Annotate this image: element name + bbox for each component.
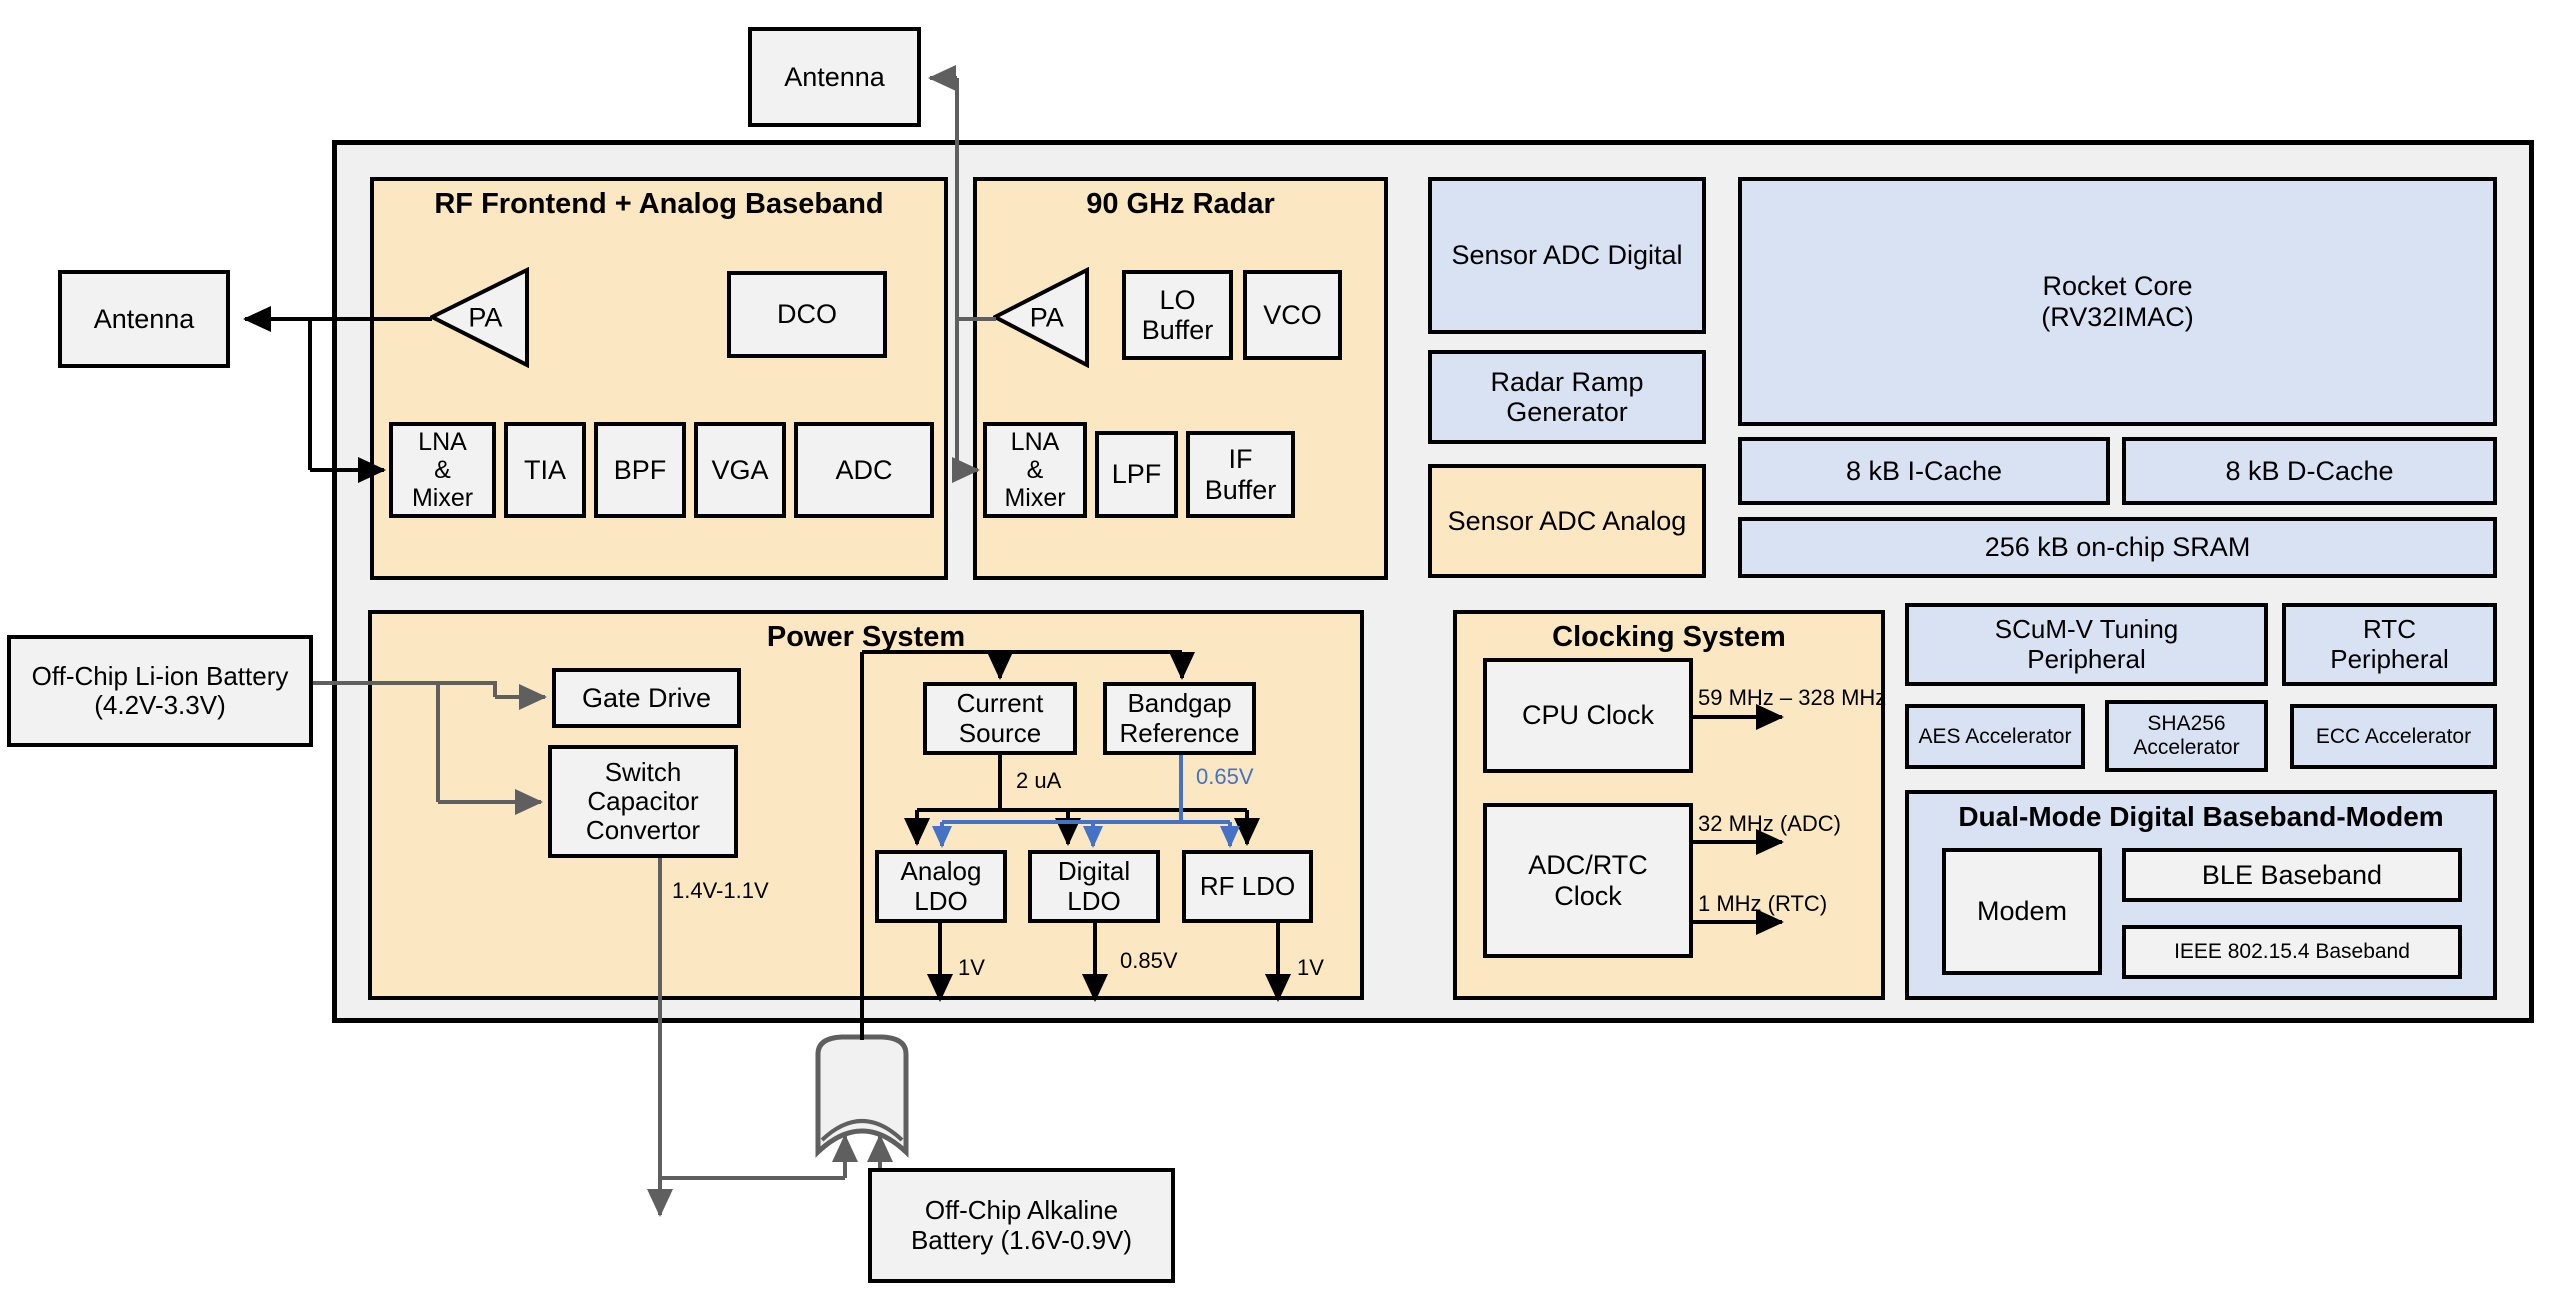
alkaline-battery-box: Off-Chip Alkaline Battery (1.6V-0.9V) [868,1168,1175,1283]
cylinder-symbol [815,1034,909,1158]
aes-accelerator-box: AES Accelerator [1905,704,2085,769]
rf-pa-amplifier: PA [430,267,529,368]
cpu-clock-box: CPU Clock [1483,658,1693,773]
antenna-left-box: Antenna [58,270,230,368]
analog-ldo-box: Analog LDO [875,850,1007,923]
amplifier-triangle-icon [993,267,1089,368]
dcache-box: 8 kB D-Cache [2122,437,2497,505]
ieee-baseband-box: IEEE 802.15.4 Baseband [2122,925,2462,979]
scumv-tuning-peripheral-box: SCuM-V Tuning Peripheral [1905,603,2268,686]
rf-pa-label: PA [468,302,503,332]
dco-box: DCO [727,271,887,358]
rf-ldo-box: RF LDO [1182,850,1313,923]
radar-ramp-generator-box: Radar Ramp Generator [1428,350,1706,444]
radar-lpf-box: LPF [1095,431,1178,518]
ble-baseband-box: BLE Baseband [2122,848,2462,902]
sha256-accelerator-box: SHA256 Accelerator [2105,700,2268,772]
radar-lna-mixer-box: LNA & Mixer [983,422,1087,518]
rocket-core-box: Rocket Core (RV32IMAC) [1738,177,2497,426]
analog-ldo-output-label: 1V [958,955,985,980]
rtc-peripheral-box: RTC Peripheral [2282,603,2497,686]
gate-drive-box: Gate Drive [552,668,741,728]
ecc-accelerator-box: ECC Accelerator [2290,704,2497,769]
sram-box: 256 kB on-chip SRAM [1738,517,2497,578]
rf-adc-box: ADC [794,422,934,518]
rf-frontend-block: RF Frontend + Analog Baseband [370,177,948,580]
rf-lna-mixer-box: LNA & Mixer [389,422,496,518]
lo-buffer-box: LO Buffer [1122,270,1233,360]
switch-cap-convertor-box: Switch Capacitor Convertor [548,745,738,858]
bandgap-reference-box: Bandgap Reference [1103,682,1256,755]
adc-rtc-clock-box: ADC/RTC Clock [1483,803,1693,958]
amplifier-triangle-icon [430,267,529,368]
rf-ldo-output-label: 1V [1297,955,1324,980]
sensor-adc-digital-box: Sensor ADC Digital [1428,177,1706,334]
rf-vga-box: VGA [694,422,786,518]
current-source-value-label: 2 uA [1016,768,1062,793]
radar-pa-label: PA [1029,302,1064,332]
radar-pa-amplifier: PA [993,267,1089,368]
cpu-freq-label: 59 MHz – 328 MHz [1698,685,1887,710]
adc-freq-label: 32 MHz (ADC) [1698,811,1842,836]
rf-frontend-title: RF Frontend + Analog Baseband [434,188,884,220]
liion-battery-box: Off-Chip Li-ion Battery (4.2V-3.3V) [7,635,313,747]
icache-box: 8 kB I-Cache [1738,437,2110,505]
current-source-box: Current Source [923,682,1077,755]
digital-ldo-output-label: 0.85V [1120,948,1178,973]
power-system-block: Power System [368,610,1364,1000]
rf-tia-box: TIA [504,422,586,518]
radar-title: 90 GHz Radar [1086,188,1275,220]
switch-cap-output-label: 1.4V-1.1V [672,878,769,903]
rf-bpf-box: BPF [594,422,686,518]
bandgap-value-label: 0.65V [1196,764,1254,789]
power-system-title: Power System [766,621,966,653]
antenna-top-box: Antenna [748,27,921,127]
digital-ldo-box: Digital LDO [1028,850,1160,923]
rtc-freq-label: 1 MHz (RTC) [1698,891,1828,916]
sensor-adc-analog-box: Sensor ADC Analog [1428,464,1706,578]
baseband-modem-title: Dual-Mode Digital Baseband-Modem [1958,801,2444,832]
vco-box: VCO [1243,270,1342,360]
clocking-system-title: Clocking System [1552,621,1786,653]
radar-if-buffer-box: IF Buffer [1186,431,1295,518]
radar-block: 90 GHz Radar [973,177,1388,580]
modem-box: Modem [1942,848,2102,975]
